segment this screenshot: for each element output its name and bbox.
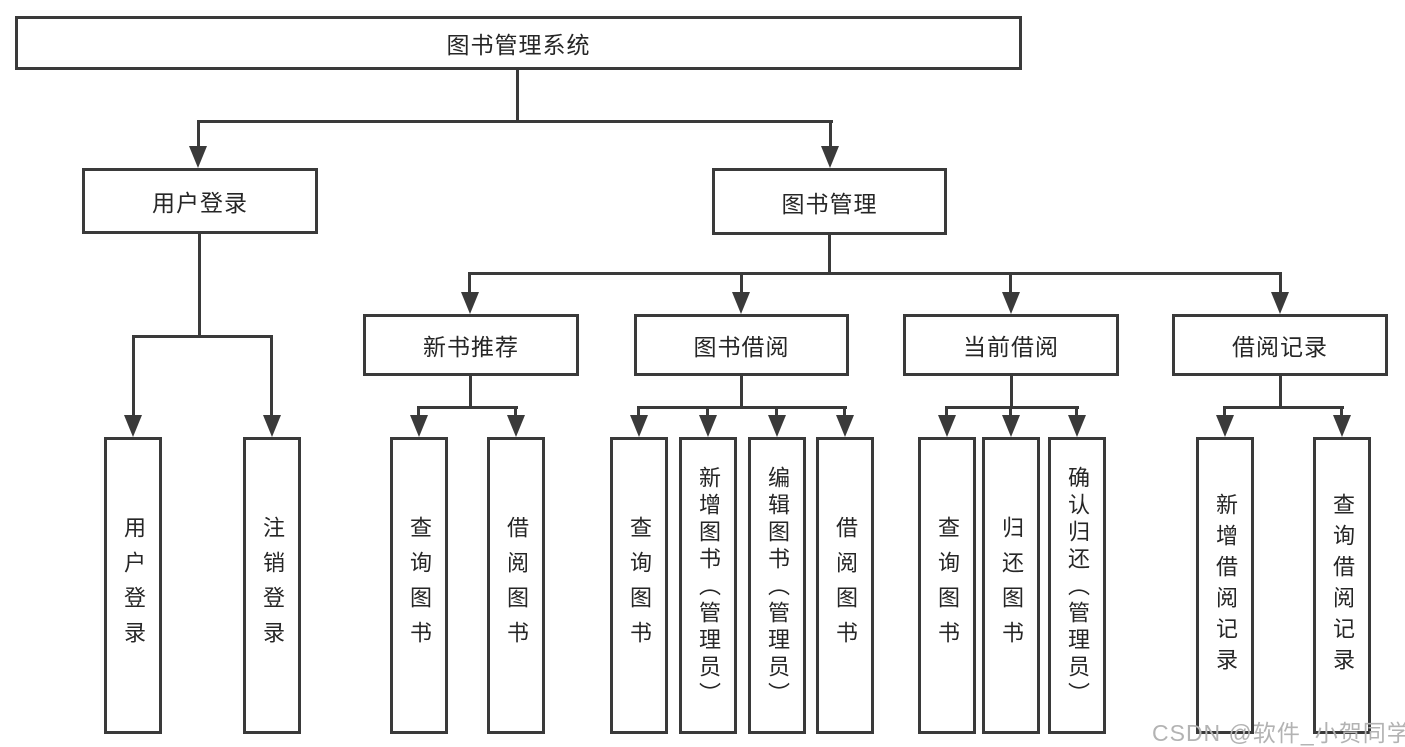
connector-line (740, 272, 743, 294)
node-label: 新增借阅记录 (1213, 492, 1238, 679)
node-borrowing-records: 借阅记录 (1172, 314, 1388, 376)
arrowhead-down-icon (1216, 415, 1234, 437)
leaf-edit-books-admin: 编辑图书（管理员） (748, 437, 806, 734)
arrowhead-down-icon (124, 415, 142, 437)
node-label: 归还图书 (999, 515, 1024, 656)
node-library-management-system: 图书管理系统 (15, 16, 1022, 70)
connector-line (638, 406, 847, 409)
node-current-borrowing: 当前借阅 (903, 314, 1119, 376)
arrowhead-down-icon (1002, 292, 1020, 314)
leaf-return-books: 归还图书 (982, 437, 1040, 734)
connector-line (1279, 376, 1282, 408)
node-label: 图书借阅 (693, 334, 790, 360)
arrowhead-down-icon (836, 415, 854, 437)
leaf-query-books-borrowing: 查询图书 (610, 437, 668, 734)
connector-line (270, 335, 273, 417)
node-label: 新书推荐 (423, 334, 519, 360)
connector-line (1009, 272, 1012, 294)
connector-line (469, 376, 472, 408)
leaf-borrow-books-borrowing: 借阅图书 (816, 437, 874, 734)
arrowhead-down-icon (1068, 415, 1086, 437)
node-label: 当前借阅 (963, 334, 1059, 360)
node-label: 查询借阅记录 (1330, 492, 1355, 679)
node-label: 编辑图书（管理员） (765, 466, 790, 709)
connector-line (775, 406, 778, 419)
connector-line (1340, 406, 1343, 419)
connector-line (1224, 406, 1344, 409)
leaf-query-books-recommend: 查询图书 (390, 437, 448, 734)
node-label: 用户登录 (121, 515, 146, 656)
connector-line (514, 406, 517, 419)
connector-line (843, 406, 846, 419)
arrowhead-down-icon (189, 146, 207, 168)
node-book-borrowing: 图书借阅 (634, 314, 849, 376)
leaf-user-login: 用户登录 (104, 437, 162, 734)
connector-line (198, 234, 201, 337)
connector-line (418, 406, 518, 409)
connector-line (1279, 272, 1282, 294)
node-label: 借阅记录 (1232, 334, 1328, 360)
connector-line (197, 120, 833, 123)
connector-line (132, 335, 135, 417)
leaf-add-books-admin: 新增图书（管理员） (679, 437, 737, 734)
arrowhead-down-icon (699, 415, 717, 437)
connector-line (946, 406, 1079, 409)
arrowhead-down-icon (410, 415, 428, 437)
connector-line (829, 120, 832, 148)
node-label: 查询图书 (935, 515, 960, 656)
arrowhead-down-icon (938, 415, 956, 437)
node-user-login-branch: 用户登录 (82, 168, 318, 234)
node-label: 确认归还（管理员） (1065, 466, 1090, 709)
arrowhead-down-icon (1333, 415, 1351, 437)
connector-line (828, 235, 831, 274)
node-book-management-branch: 图书管理 (712, 168, 947, 235)
connector-line (1009, 406, 1012, 419)
connector-line (516, 70, 519, 122)
connector-line (468, 272, 471, 294)
connector-line (197, 120, 200, 148)
node-new-book-recommendation: 新书推荐 (363, 314, 579, 376)
node-label: 图书管理 (781, 190, 878, 217)
arrowhead-down-icon (732, 292, 750, 314)
connector-line (637, 406, 640, 419)
arrowhead-down-icon (768, 415, 786, 437)
leaf-confirm-return-admin: 确认归还（管理员） (1048, 437, 1106, 734)
connector-line (1223, 406, 1226, 419)
connector-line (469, 272, 1282, 275)
node-label: 新增图书（管理员） (696, 466, 721, 709)
csdn-watermark: CSDN @软件_小贺同学 (1152, 720, 1405, 746)
connector-line (1075, 406, 1078, 419)
node-label: 借阅图书 (504, 515, 529, 656)
arrowhead-down-icon (1002, 415, 1020, 437)
arrowhead-down-icon (507, 415, 525, 437)
leaf-borrow-books-recommend: 借阅图书 (487, 437, 545, 734)
connector-line (132, 335, 273, 338)
leaf-add-borrowing-record: 新增借阅记录 (1196, 437, 1254, 734)
connector-line (1010, 376, 1013, 408)
connector-line (706, 406, 709, 419)
arrowhead-down-icon (263, 415, 281, 437)
node-label: 查询图书 (627, 515, 652, 656)
arrowhead-down-icon (630, 415, 648, 437)
leaf-logout: 注销登录 (243, 437, 301, 734)
connector-line (417, 406, 420, 419)
connector-line (740, 376, 743, 408)
arrowhead-down-icon (821, 146, 839, 168)
leaf-query-borrowing-record: 查询借阅记录 (1313, 437, 1371, 734)
node-label: 查询图书 (407, 515, 432, 656)
arrowhead-down-icon (461, 292, 479, 314)
leaf-query-books-current: 查询图书 (918, 437, 976, 734)
node-label: 借阅图书 (833, 515, 858, 656)
connector-line (945, 406, 948, 419)
arrowhead-down-icon (1271, 292, 1289, 314)
node-label: 注销登录 (260, 515, 285, 656)
node-label: 用户登录 (152, 190, 248, 216)
node-label: 图书管理系统 (446, 32, 591, 58)
